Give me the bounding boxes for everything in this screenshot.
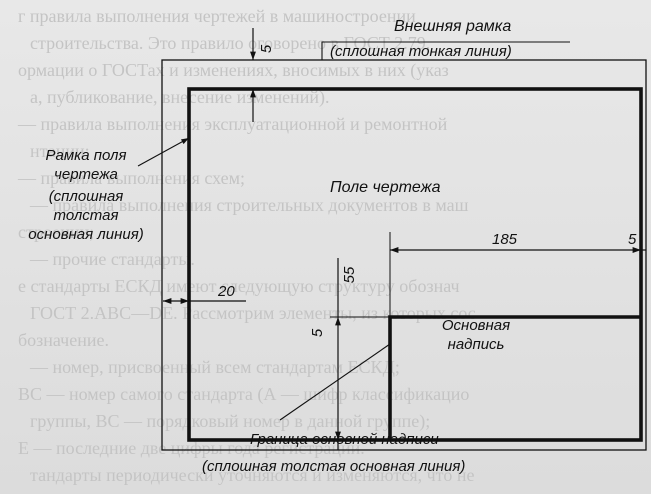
- top-margin-value: 5: [258, 44, 275, 53]
- bottom-margin-value: 5: [309, 328, 326, 337]
- drawing-field-label: Поле чертежа: [330, 179, 441, 196]
- field-frame-label-4: толстая: [54, 207, 119, 224]
- title-border-note: (сплошная толстая основная линия): [202, 458, 465, 475]
- outer-frame-title: Внешняя рамка: [394, 18, 511, 35]
- background-text-line: — прочие стандарты.: [30, 249, 195, 269]
- background-text-line: ормации о ГОСТах и изменениях, вносимых …: [18, 60, 449, 80]
- field-frame-label-3: (сплошная: [49, 188, 124, 205]
- background-text-line: группы, BC — порядковый номер в данной г…: [30, 411, 431, 431]
- field-frame-label-1: Рамка поля: [46, 147, 127, 164]
- outer-frame-leader: [321, 41, 570, 60]
- right-margin-value: 5: [628, 231, 637, 248]
- title-block-border: [388, 315, 641, 440]
- background-text-line: — номер, присвоенный всем стандартам ЕСК…: [30, 357, 400, 377]
- background-text-line: — правила выполнения эксплуатационной и …: [18, 114, 448, 134]
- title-border-title: Граница основной надписи: [250, 431, 439, 448]
- outer-frame: [161, 59, 647, 451]
- background-text-line: BC — номер самого стандарта (А — шифр кл…: [18, 384, 470, 404]
- title-height-value: 55: [341, 266, 358, 283]
- title-border-leader: [279, 343, 391, 421]
- field-frame-label-2: чертежа: [54, 166, 118, 183]
- background-text-line: — правила выполнения строительных докуме…: [30, 195, 469, 215]
- background-text-line: строении;: [18, 222, 95, 242]
- background-text-line: ГОСТ 2.ABC—DE. Рассмотрим элементы, из к…: [30, 303, 476, 323]
- background-text-line: тандарты периодически уточняются и измен…: [30, 465, 475, 485]
- drawing-field-frame: [187, 87, 643, 442]
- background-text-line: строительства. Это правило оговорено в Г…: [30, 33, 431, 53]
- title-width-value: 185: [492, 231, 518, 248]
- background-text-line: г правила выполнения чертежей в машиност…: [18, 6, 416, 26]
- title-block-label-2: надпись: [448, 336, 505, 353]
- field-frame-label-5: основная линия): [28, 226, 143, 243]
- background-text-line: бозначение.: [18, 330, 109, 350]
- background-text-line: е стандарты ЕСКД имеют следующую структу…: [18, 276, 460, 296]
- title-block-label-1: Основная: [442, 317, 510, 334]
- background-text-line: нтации;: [30, 141, 90, 161]
- left-margin-value: 20: [217, 283, 235, 300]
- outer-frame-note: (сплошная тонкая линия): [330, 43, 512, 60]
- field-frame-leader: [137, 137, 190, 167]
- background-text-line: E — последние две цифры года регистрации…: [18, 438, 365, 458]
